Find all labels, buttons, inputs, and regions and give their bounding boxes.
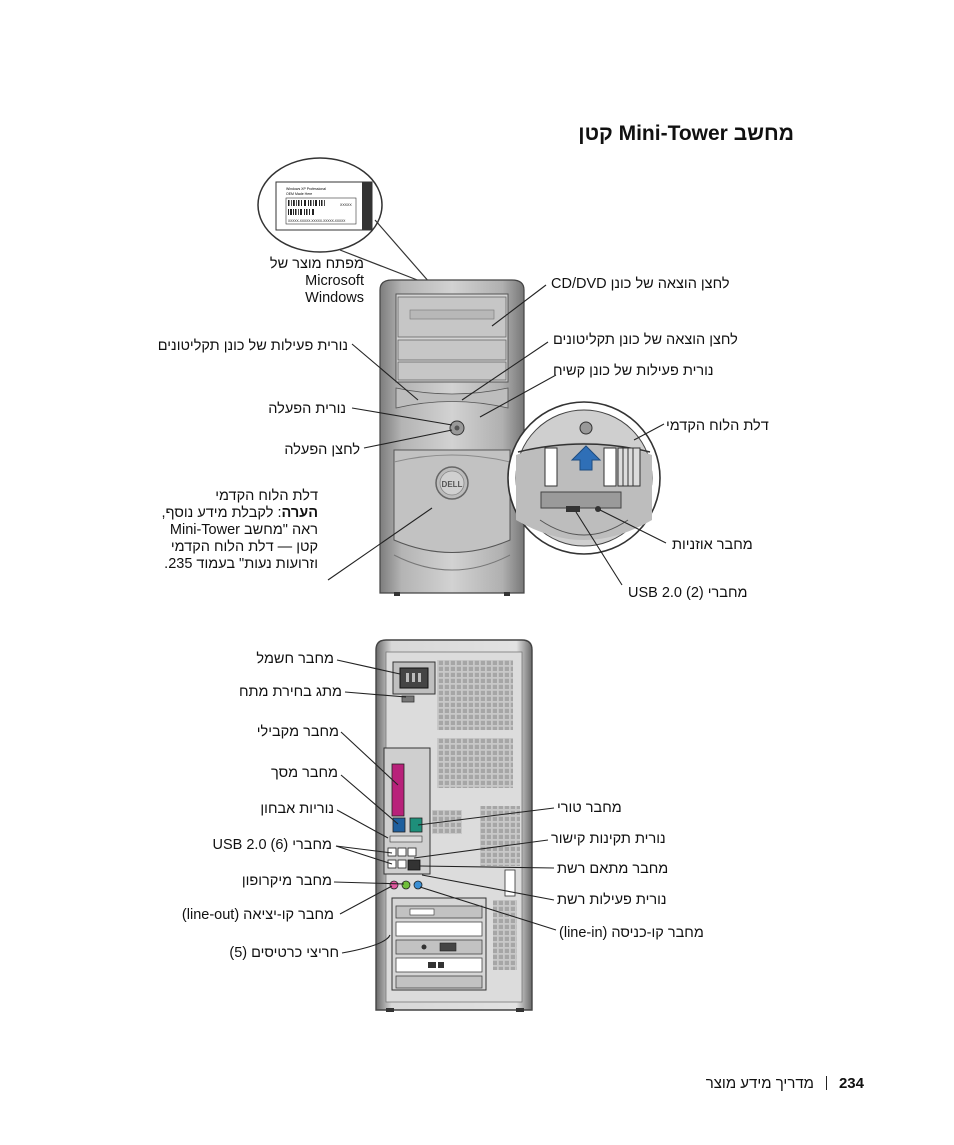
footer-divider: [825, 1076, 827, 1090]
power-button-label: לחצן הפעלה: [284, 442, 360, 458]
video-connector-label: מחבר מסך: [270, 765, 338, 781]
front-panel-note: דלת הלוח הקדמי הערה: לקבלת מידע נוסף, רא…: [148, 488, 318, 573]
product-key-label: מפתח מוצר של Microsoft Windows: [270, 256, 364, 307]
microphone-label: מחבר מיקרופון: [241, 873, 332, 889]
note-body: הערה: לקבלת מידע נוסף, ראה "מחשב Mini-To…: [148, 505, 318, 573]
parallel-connector-label: מחבר מקבילי: [256, 724, 339, 740]
product-key-sticker: Windows XP Professional OEM Made Here XX…: [257, 157, 431, 284]
sticker-line2: OEM Made Here: [286, 192, 312, 196]
power-light-label: נורית הפעלה: [268, 401, 346, 417]
page-footer: 234 מדריך מידע מוצר: [706, 1075, 864, 1092]
sticker-key: XXXXX-XXXXX-XXXXX-XXXXX-XXXXX: [288, 219, 346, 223]
network-activity-label: נורית פעילות רשת: [557, 892, 667, 908]
page-title: מחשב Mini-Tower קטן: [578, 122, 794, 145]
floppy-activity-label: נורית פעילות של כונן תקליטונים: [157, 338, 348, 354]
usb-back-label: מחברי USB 2.0 (6): [212, 837, 332, 853]
serial-connector-label: מחבר טורי: [557, 800, 622, 816]
front-tower: DELL: [379, 279, 525, 596]
headphone-label: מחבר אוזניות: [672, 537, 753, 553]
dell-logo: DELL: [442, 480, 463, 489]
note-bold: הערה: [281, 505, 318, 521]
sticker-code: XXXXX: [340, 203, 352, 207]
front-panel-zoom: [507, 401, 661, 555]
front-panel-door-label: דלת הלוח הקדמי: [666, 418, 769, 434]
floppy-eject-label: לחצן הוצאה של כונן תקליטונים: [553, 332, 738, 348]
footer-text: מדריך מידע מוצר: [705, 1075, 814, 1092]
diagnostic-lights-label: נוריות אבחון: [260, 801, 334, 817]
link-integrity-label: נורית תקינות קישור: [551, 831, 666, 847]
usb-front-label: מחברי USB 2.0 (2): [628, 585, 748, 601]
voltage-switch-label: מתג בחירת מתח: [238, 684, 342, 700]
sticker-line1: Windows XP Professional: [286, 187, 326, 191]
page-number: 234: [838, 1075, 864, 1092]
product-key-line2: Microsoft: [305, 273, 364, 289]
cd-eject-label: לחצן הוצאה של כונן CD/DVD: [551, 276, 730, 292]
network-adapter-label: מחבר מתאם רשת: [557, 861, 669, 877]
product-key-line3: Windows: [305, 290, 364, 306]
product-key-line1: מפתח מוצר של: [269, 256, 364, 272]
line-in-label: מחבר קו-כניסה (line-in): [559, 925, 704, 941]
note-text: : לקבלת מידע נוסף, ראה "מחשב Mini-Tower …: [161, 505, 318, 572]
card-slots-label: חריצי כרטיסים (5): [229, 945, 339, 961]
hdd-activity-label: נורית פעילות של כונן קשיח: [553, 363, 714, 379]
note-heading: דלת הלוח הקדמי: [215, 488, 318, 504]
back-tower: [375, 639, 533, 1012]
power-connector-label: מחבר חשמל: [256, 651, 334, 667]
line-out-label: מחבר קו-יציאה (line-out): [181, 907, 334, 923]
callout-lines: [327, 284, 667, 954]
